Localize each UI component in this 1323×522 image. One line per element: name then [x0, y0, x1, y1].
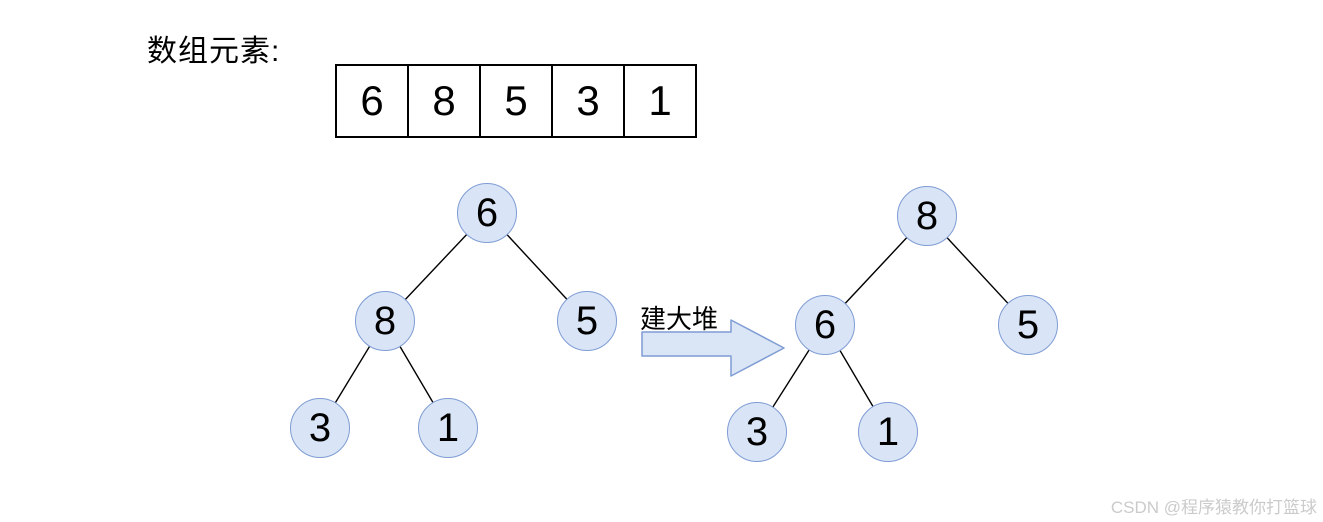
tree-before-node-5: 5	[557, 291, 617, 351]
tree-after-node-3: 3	[727, 402, 787, 462]
tree-before-node-8: 8	[355, 291, 415, 351]
build-heap-arrow-label: 建大堆	[640, 304, 719, 334]
tree-after-node-5: 5	[998, 295, 1058, 355]
watermark: CSDN @程序猿教你打篮球	[1110, 498, 1317, 517]
tree-after-node-1: 1	[858, 402, 918, 462]
array-cell-0: 6	[335, 64, 409, 138]
tree-before-node-3: 3	[290, 398, 350, 458]
tree-after-node-8: 8	[897, 186, 957, 246]
array-cell-4: 1	[623, 64, 697, 138]
tree-before-node-1: 1	[418, 398, 478, 458]
tree-after-node-6: 6	[795, 295, 855, 355]
build-heap-arrow	[641, 319, 785, 377]
array-elements-title: 数组元素:	[147, 35, 281, 68]
array-cell-2: 5	[479, 64, 553, 138]
tree-before-node-6: 6	[457, 183, 517, 243]
